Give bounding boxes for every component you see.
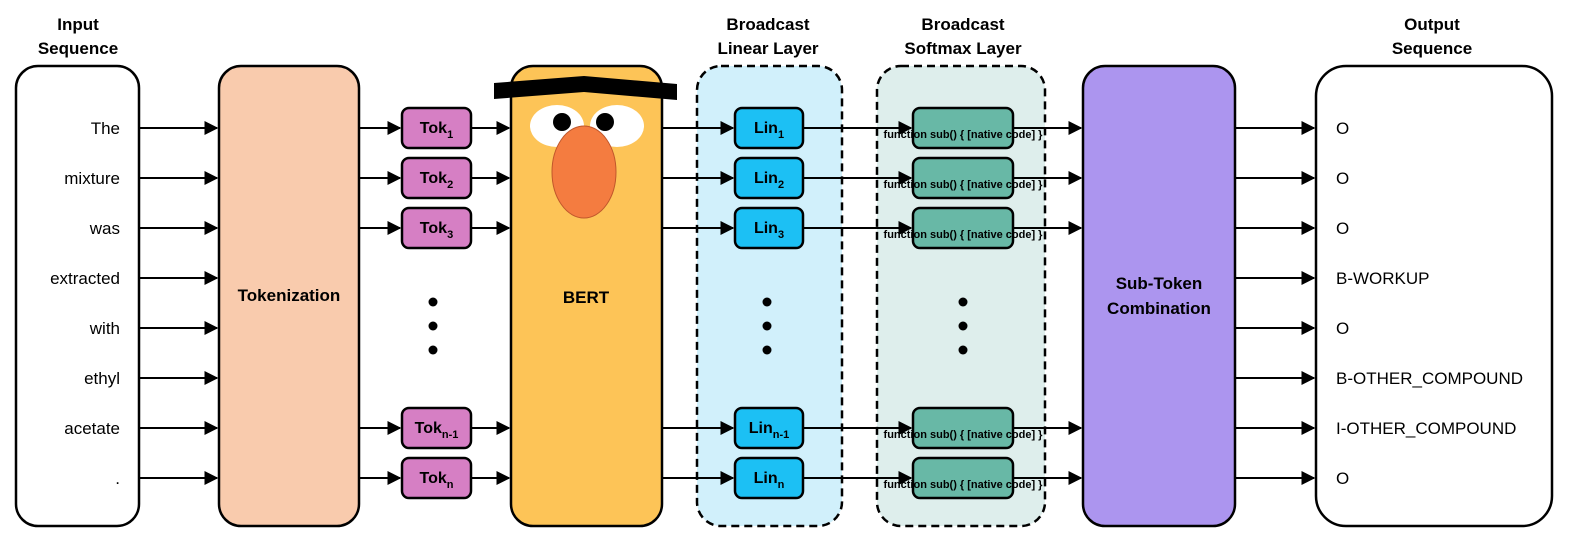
- output-label: O: [1336, 469, 1349, 488]
- svg-text:Input: Input: [57, 15, 99, 34]
- output-label: I-OTHER_COMPOUND: [1336, 419, 1516, 438]
- softmax-chip: function sub() { [native code] }: [884, 206, 1044, 250]
- tokenization-label: Tokenization: [238, 286, 341, 305]
- linear-chip-label: Lin3: [754, 220, 784, 241]
- linear-chip-label: Linn: [754, 470, 785, 491]
- ellipsis-dot: [958, 345, 968, 355]
- ellipsis-dot: [762, 321, 772, 331]
- ellipsis-dot: [428, 297, 438, 307]
- input-word: acetate: [64, 419, 120, 438]
- linear-chip: Lin3: [733, 206, 805, 250]
- output-label: B-OTHER_COMPOUND: [1336, 369, 1523, 388]
- svg-text:Broadcast: Broadcast: [726, 15, 809, 34]
- output-sequence-box: [1314, 64, 1554, 528]
- token-chip-label: Tokn-1: [415, 420, 459, 441]
- bert-block: BERT: [494, 64, 677, 528]
- output-labels: O O O B-WORKUP O B-OTHER_COMPOUND I-OTHER_COMP…: [1336, 119, 1523, 488]
- input-word: mixture: [64, 169, 120, 188]
- input-word: with: [89, 319, 120, 338]
- token-chip-label: Tok3: [420, 220, 453, 241]
- softmax-chip-label: function sub() { [native code] }: [884, 229, 1044, 241]
- token-chip: Tok1: [400, 106, 473, 150]
- svg-text:Sequence: Sequence: [38, 39, 118, 58]
- input-word: was: [89, 219, 120, 238]
- softmax-chip: function sub() { [native code] }: [884, 456, 1044, 500]
- linear-chip: Lin2: [733, 156, 805, 200]
- linear-chip-label: Lin1: [754, 120, 784, 141]
- ellipsis-dot: [762, 297, 772, 307]
- ellipsis-dot: [428, 345, 438, 355]
- token-chip: Tokn-1: [400, 406, 473, 450]
- softmax-chip: function sub() { [native code] }: [884, 106, 1044, 150]
- linear-header: Broadcast Linear Layer: [717, 15, 818, 58]
- softmax-chip-label: function sub() { [native code] }: [884, 429, 1044, 441]
- input-word: extracted: [50, 269, 120, 288]
- input-words: The mixture was extracted with ethyl acetate.: [50, 119, 120, 488]
- output-label: B-WORKUP: [1336, 269, 1430, 288]
- output-label: O: [1336, 119, 1349, 138]
- bert-label: BERT: [563, 288, 610, 307]
- token-chip-label: Tok1: [420, 120, 453, 141]
- ellipsis-dot: [958, 321, 968, 331]
- softmax-header: Broadcast Softmax Layer: [904, 15, 1022, 58]
- softmax-chip: function sub() { [native code] }: [884, 406, 1044, 450]
- softmax-chips: function sub() { [native code] } function…: [884, 106, 1044, 500]
- linear-chip-label: Linn-1: [749, 420, 790, 441]
- linear-chip: Lin1: [733, 106, 805, 150]
- token-chip: Tok3: [400, 206, 473, 250]
- softmax-chip: function sub() { [native code] }: [884, 156, 1044, 200]
- combination-label: Sub-Token Combination: [1107, 274, 1211, 318]
- softmax-chip-label: function sub() { [native code] }: [884, 179, 1044, 191]
- svg-text:Softmax Layer: Softmax Layer: [904, 39, 1022, 58]
- token-chip-label: Tok2: [420, 170, 453, 191]
- svg-text:Sequence: Sequence: [1392, 39, 1472, 58]
- softmax-chip-label: function sub() { [native code] }: [884, 479, 1044, 491]
- input-header: Input Sequence: [38, 15, 118, 58]
- arrows: [140, 121, 1316, 485]
- softmax-chip-label: function sub() { [native code] }: [884, 129, 1044, 141]
- linear-chip-label: Lin2: [754, 170, 784, 191]
- input-sequence-box: [14, 64, 141, 528]
- output-label: O: [1336, 319, 1349, 338]
- ellipsis-dots: [428, 297, 968, 355]
- input-word: .: [115, 469, 120, 488]
- token-chip-label: Tokn: [420, 470, 454, 491]
- svg-text:Combination: Combination: [1107, 299, 1211, 318]
- linear-chip: Linn-1: [733, 406, 805, 450]
- linear-chip: Linn: [733, 456, 805, 500]
- ellipsis-dot: [762, 345, 772, 355]
- svg-text:Linear Layer: Linear Layer: [717, 39, 818, 58]
- input-word: ethyl: [84, 369, 120, 388]
- bert-face-icon: [494, 76, 677, 219]
- ellipsis-dot: [428, 321, 438, 331]
- input-word: The: [91, 119, 120, 138]
- token-chip: Tokn: [400, 456, 473, 500]
- ellipsis-dot: [958, 297, 968, 307]
- output-label: O: [1336, 169, 1349, 188]
- svg-text:Output: Output: [1404, 15, 1460, 34]
- svg-text:Sub-Token: Sub-Token: [1116, 274, 1203, 293]
- sub-token-combination-block: [1081, 64, 1237, 528]
- output-header: Output Sequence: [1392, 15, 1472, 58]
- output-label: O: [1336, 219, 1349, 238]
- tokenization-block: [217, 64, 361, 528]
- token-chip: Tok2: [400, 156, 473, 200]
- svg-text:Broadcast: Broadcast: [921, 15, 1004, 34]
